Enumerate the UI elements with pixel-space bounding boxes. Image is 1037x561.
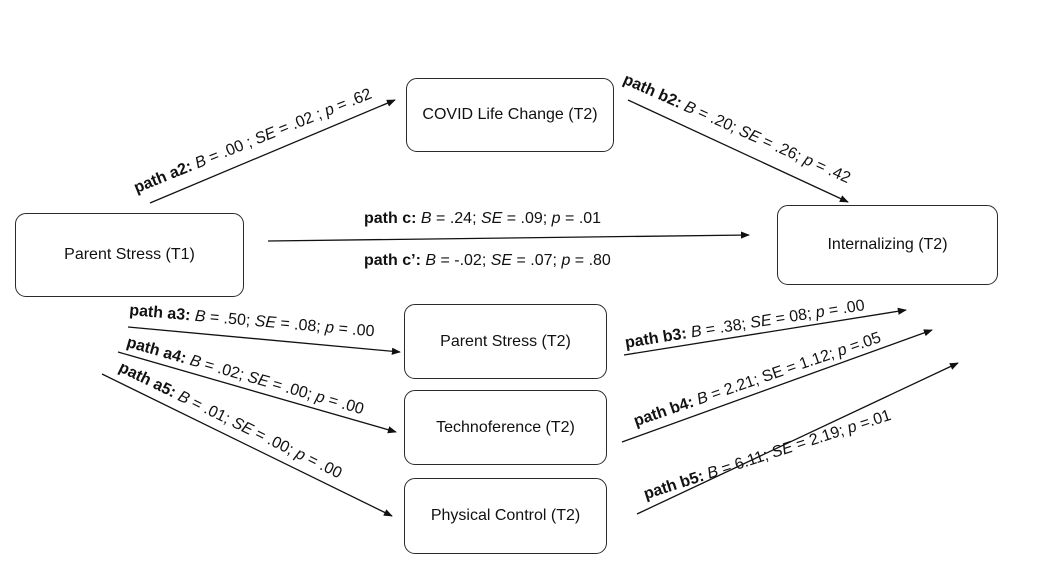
label-path-c: path c: B = .24; SE = .09; p = .01 xyxy=(364,210,602,227)
path-name: path c’: xyxy=(364,252,421,269)
arrow-b4 xyxy=(621,329,933,443)
path-p-value: .00 xyxy=(351,321,376,341)
node-label: Technoference (T2) xyxy=(436,418,575,436)
path-b-value: .38 xyxy=(718,316,743,337)
label-path-c-prime: path c’: B = -.02; SE = .07; p = .80 xyxy=(364,252,611,269)
path-p-value: .00 xyxy=(841,297,866,318)
node-physical-control-t2: Physical Control (T2) xyxy=(404,478,607,554)
path-b-value: -.02 xyxy=(454,252,482,269)
path-p-value: .01 xyxy=(578,210,602,227)
arrow-a2 xyxy=(149,99,396,204)
path-se-value: .07 xyxy=(530,252,553,269)
arrow-b3 xyxy=(623,307,907,356)
node-parent-stress-t2: Parent Stress (T2) xyxy=(404,304,607,379)
arrow-a4 xyxy=(117,351,397,434)
node-covid-life-change-t2: COVID Life Change (T2) xyxy=(406,78,614,152)
node-label: Physical Control (T2) xyxy=(430,507,581,524)
path-b-value: .50 xyxy=(222,310,247,330)
arrow-a3 xyxy=(127,326,401,355)
path-se-value: 08 xyxy=(788,306,809,326)
path-se-value: .09 xyxy=(520,210,543,227)
node-technoference-t2: Technoference (T2) xyxy=(404,390,607,465)
path-p-value: .80 xyxy=(588,252,611,269)
node-label: Internalizing (T2) xyxy=(827,236,948,253)
node-parent-stress-t1: Parent Stress (T1) xyxy=(15,213,244,297)
node-label: Parent Stress (T1) xyxy=(64,246,195,263)
arrow-b2 xyxy=(627,99,849,203)
node-label: COVID Life Change (T2) xyxy=(422,106,598,123)
path-se-value: .08 xyxy=(293,316,318,336)
node-internalizing-t2: Internalizing (T2) xyxy=(777,205,998,285)
path-b-value: .24 xyxy=(449,210,473,227)
arrow-a5 xyxy=(101,373,393,517)
node-label: Parent Stress (T2) xyxy=(440,332,571,350)
arrow-c xyxy=(267,231,750,242)
path-name: path c: xyxy=(364,210,417,227)
arrow-b5 xyxy=(636,362,959,515)
